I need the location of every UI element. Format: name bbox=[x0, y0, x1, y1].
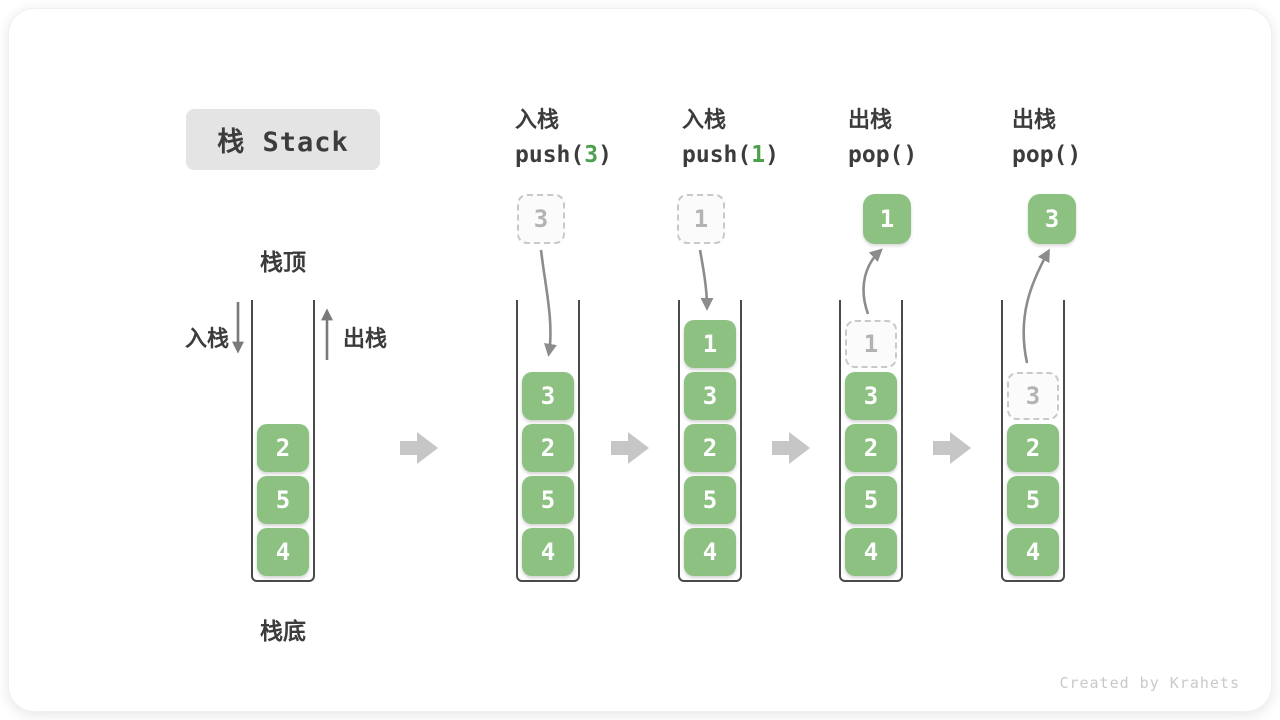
stack-cell: 3 bbox=[522, 372, 574, 420]
header-push-1: 入栈 push(1) bbox=[682, 105, 852, 169]
stack-bottom-label: 栈底 bbox=[260, 618, 306, 644]
header-code-label: pop() bbox=[1012, 141, 1182, 169]
stack-cell: 3 bbox=[684, 372, 736, 420]
header-cn-label: 出栈 bbox=[1012, 107, 1057, 132]
floating-popped-value-1: 1 bbox=[863, 194, 911, 244]
floating-push-value-3: 3 bbox=[517, 194, 565, 244]
header-pop-1: 出栈 pop() bbox=[848, 105, 1018, 169]
stack-cell: 3 bbox=[845, 372, 897, 420]
stack-cell: 5 bbox=[845, 476, 897, 524]
push-direction-label: 入栈 bbox=[185, 326, 230, 351]
header-code-label: push(1) bbox=[682, 141, 852, 169]
code-text: push( bbox=[682, 142, 752, 168]
code-text: ) bbox=[598, 142, 612, 168]
header-pop-3: 出栈 pop() bbox=[1012, 105, 1182, 169]
code-text: pop() bbox=[1012, 142, 1082, 168]
pop-direction-label: 出栈 bbox=[343, 326, 388, 351]
header-code-label: push(3) bbox=[515, 141, 685, 169]
stack-cell: 2 bbox=[684, 424, 736, 472]
stack-cell: 2 bbox=[845, 424, 897, 472]
stack-cell: 5 bbox=[522, 476, 574, 524]
stack-cell: 2 bbox=[1007, 424, 1059, 472]
stack-cell: 4 bbox=[684, 528, 736, 576]
watermark: Created by Krahets bbox=[1059, 674, 1240, 692]
stack-cell: 1 bbox=[684, 320, 736, 368]
code-text: pop() bbox=[848, 142, 918, 168]
code-arg: 3 bbox=[584, 142, 599, 168]
stack-cell: 4 bbox=[257, 528, 309, 576]
code-text: push( bbox=[515, 142, 585, 168]
stack-cell: 2 bbox=[522, 424, 574, 472]
stack-cell: 4 bbox=[522, 528, 574, 576]
stack-cell: 5 bbox=[257, 476, 309, 524]
stack-top-label: 栈顶 bbox=[260, 249, 306, 275]
stack-cell: 5 bbox=[1007, 476, 1059, 524]
stack-cell: 5 bbox=[684, 476, 736, 524]
floating-push-value-1: 1 bbox=[677, 194, 725, 244]
header-cn-label: 入栈 bbox=[682, 107, 727, 132]
header-push-3: 入栈 push(3) bbox=[515, 105, 685, 169]
floating-popped-value-3: 3 bbox=[1028, 194, 1076, 244]
code-text: ) bbox=[765, 142, 779, 168]
code-arg: 1 bbox=[751, 142, 766, 168]
stack-cell: 4 bbox=[845, 528, 897, 576]
stack-ghost-cell: 1 bbox=[845, 320, 897, 368]
header-cn-label: 出栈 bbox=[848, 107, 893, 132]
stack-cell: 4 bbox=[1007, 528, 1059, 576]
diagram-title: 栈 Stack bbox=[186, 109, 380, 170]
stack-cell: 2 bbox=[257, 424, 309, 472]
stack-ghost-cell: 3 bbox=[1007, 372, 1059, 420]
header-code-label: pop() bbox=[848, 141, 1018, 169]
header-cn-label: 入栈 bbox=[515, 107, 560, 132]
